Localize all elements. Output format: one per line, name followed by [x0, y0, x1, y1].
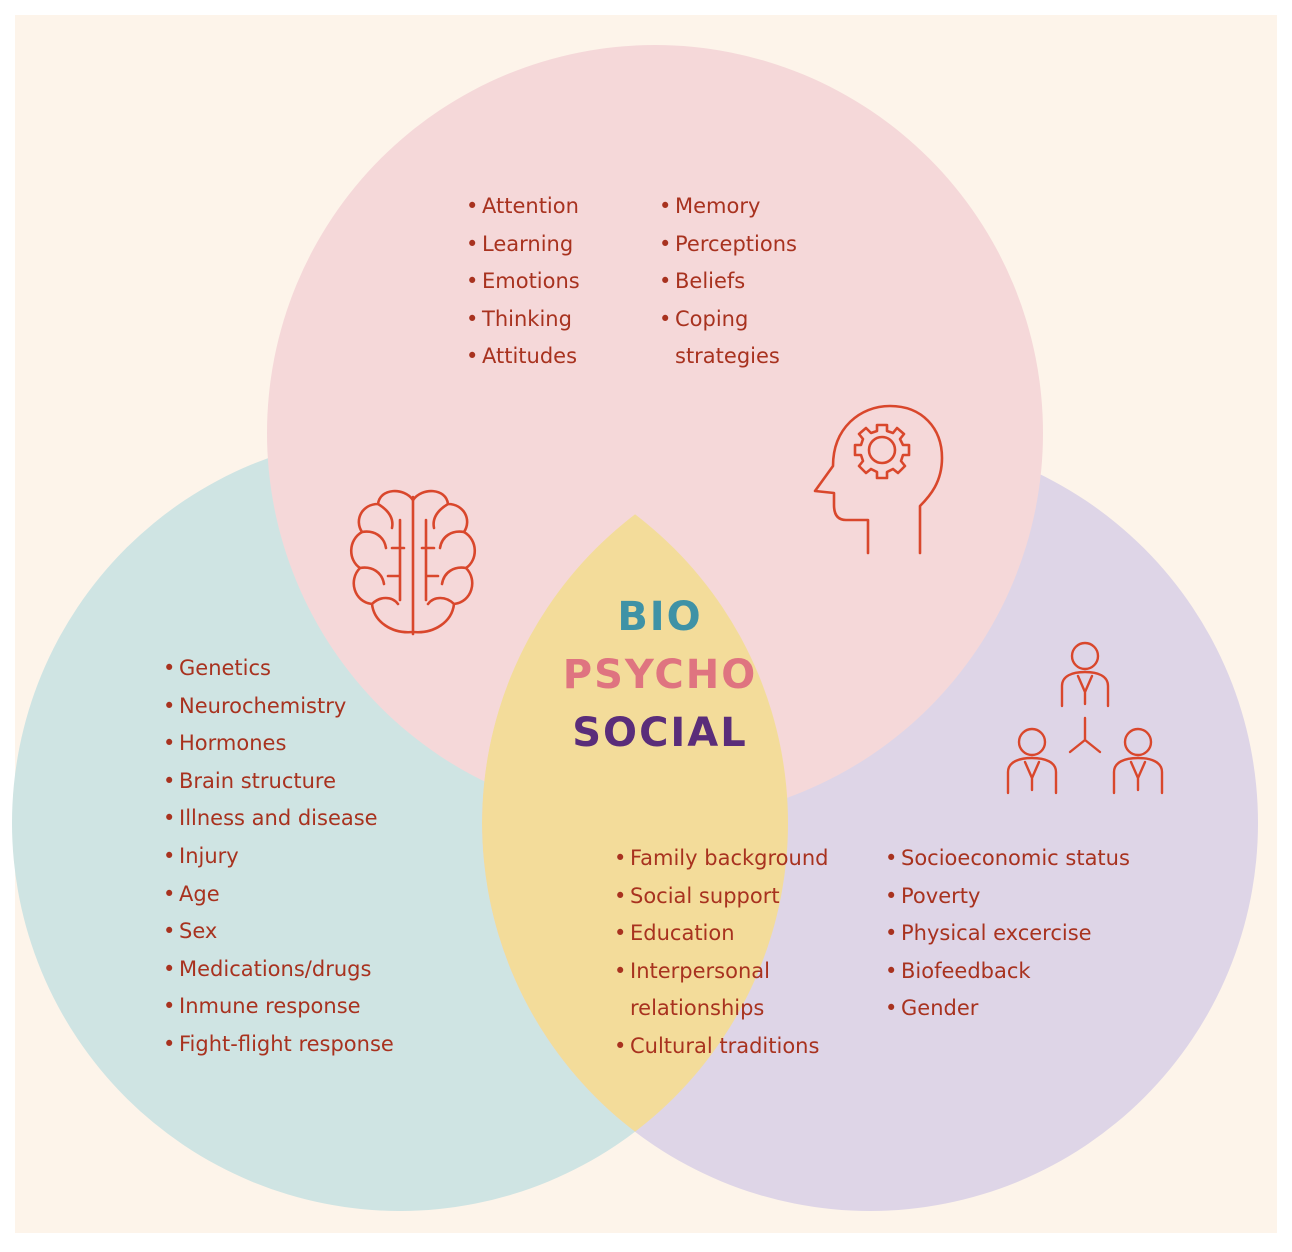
- list-item: Coping: [659, 301, 797, 339]
- social-label: SOCIAL: [572, 710, 748, 756]
- social-list-right: Socioeconomic status Poverty Physical ex…: [885, 840, 1130, 1028]
- list-item-continuation: relationships: [630, 996, 765, 1021]
- list-item: Interpersonal: [614, 953, 828, 991]
- people-network-icon: [1006, 641, 1164, 795]
- list-item: Neurochemistry: [163, 688, 394, 726]
- list-item: Biofeedback: [885, 953, 1130, 991]
- list-item: Inmune response: [163, 988, 394, 1026]
- list-item: Poverty: [885, 878, 1130, 916]
- list-item: Family background: [614, 840, 828, 878]
- list-item: Brain structure: [163, 763, 394, 801]
- list-item: Age: [163, 876, 394, 914]
- list-item: Socioeconomic status: [885, 840, 1130, 878]
- psycho-label: PSYCHO: [562, 652, 758, 698]
- list-item: Attitudes: [466, 338, 580, 376]
- bio-label: BIO: [617, 594, 703, 640]
- psycho-circle: [267, 45, 1043, 821]
- list-item: Beliefs: [659, 263, 797, 301]
- list-item: Education: [614, 915, 828, 953]
- list-item: Genetics: [163, 650, 394, 688]
- list-item: Emotions: [466, 263, 580, 301]
- bio-list: Genetics Neurochemistry Hormones Brain s…: [163, 650, 394, 1064]
- psycho-list-right: Memory Perceptions Beliefs Coping strate…: [659, 188, 797, 376]
- list-item: Attention: [466, 188, 580, 226]
- list-item: Sex: [163, 913, 394, 951]
- list-item: Memory: [659, 188, 797, 226]
- center-overlap: [482, 435, 788, 1211]
- list-item: Gender: [885, 990, 1130, 1028]
- social-list-left: Family background Social support Educati…: [614, 840, 828, 1066]
- list-item: Injury: [163, 838, 394, 876]
- list-item: Physical excercise: [885, 915, 1130, 953]
- list-item: Illness and disease: [163, 800, 394, 838]
- brain-icon: [349, 489, 477, 636]
- list-item: Cultural traditions: [614, 1028, 828, 1066]
- head-with-gear-icon: [813, 404, 944, 555]
- list-item: Hormones: [163, 725, 394, 763]
- list-item: Thinking: [466, 301, 580, 339]
- list-item: Learning: [466, 226, 580, 264]
- psycho-list-left: Attention Learning Emotions Thinking Att…: [466, 188, 580, 376]
- list-item: Medications/drugs: [163, 951, 394, 989]
- list-item-continuation: strategies: [675, 344, 780, 369]
- list-item: Social support: [614, 878, 828, 916]
- list-item: Fight-flight response: [163, 1026, 394, 1064]
- list-item: Perceptions: [659, 226, 797, 264]
